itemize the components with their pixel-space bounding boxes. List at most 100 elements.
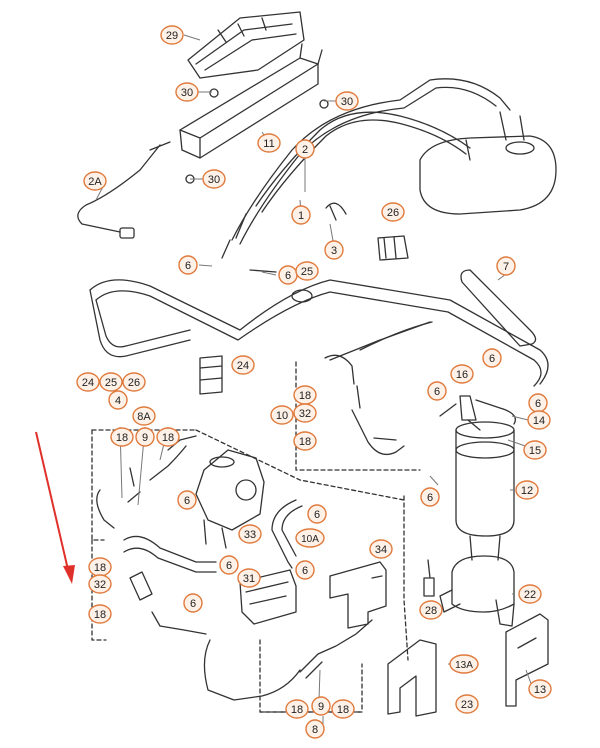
- callout-text: 18: [337, 704, 349, 716]
- callout-bubble: [231, 355, 255, 375]
- callout-bubble: [76, 372, 100, 392]
- callout-text: 25: [301, 266, 313, 278]
- callout-text: 13: [534, 684, 546, 696]
- callout-6: 6: [307, 504, 327, 524]
- callout-text: 33: [244, 529, 256, 541]
- callout-15: 15: [523, 440, 547, 460]
- callout-text: 32: [299, 408, 311, 420]
- callout-text: 18: [299, 436, 311, 448]
- parts-line-art: [77, 11, 557, 717]
- callout-18: 18: [331, 699, 355, 719]
- callout-30: 30: [335, 91, 359, 111]
- callout-25: 25: [295, 261, 319, 281]
- callout-13: 13: [528, 679, 552, 699]
- callout-bubble: [528, 679, 552, 699]
- callout-bubble: [311, 696, 331, 716]
- callout-text: 6: [185, 260, 191, 272]
- callout-4: 4: [108, 390, 128, 410]
- callout-bubble: [108, 390, 128, 410]
- callout-bubble: [381, 202, 405, 222]
- callout-9: 9: [311, 696, 331, 716]
- callout-12: 12: [515, 480, 539, 500]
- callout-text: 30: [208, 174, 220, 186]
- callout-26: 26: [381, 202, 405, 222]
- callout-10A: 10A: [295, 528, 325, 548]
- highlight-arrow: [35, 431, 75, 584]
- callout-10: 10: [270, 405, 294, 425]
- callout-bubble: [324, 240, 344, 260]
- callout-bubble: [219, 555, 239, 575]
- callout-text: 10: [276, 410, 288, 422]
- callout-bubble: [88, 574, 112, 594]
- callout-text: 6: [190, 598, 196, 610]
- callout-text: 2: [302, 144, 308, 156]
- callout-2: 2: [295, 139, 315, 159]
- callout-18: 18: [285, 699, 309, 719]
- callout-text: 24: [237, 360, 249, 372]
- callout-bubble: [527, 410, 551, 430]
- callout-text: 9: [142, 432, 148, 444]
- callout-25: 25: [99, 372, 123, 392]
- callout-33: 33: [238, 524, 262, 544]
- callout-text: 14: [533, 415, 545, 427]
- callout-bubble: [295, 139, 315, 159]
- callout-text: 24: [82, 377, 94, 389]
- callout-bubble: [331, 699, 355, 719]
- callout-18: 18: [293, 385, 317, 405]
- callout-bubble: [518, 584, 542, 604]
- callout-text: 6: [285, 270, 291, 282]
- callout-26: 26: [122, 372, 146, 392]
- callout-text: 31: [243, 573, 255, 585]
- callout-7: 7: [496, 256, 516, 276]
- callout-bubble: [291, 205, 311, 225]
- callout-31: 31: [237, 568, 261, 588]
- callout-text: 16: [456, 369, 468, 381]
- callout-bubble: [135, 427, 155, 447]
- callout-text: 32: [94, 579, 106, 591]
- callout-6: 6: [528, 393, 548, 413]
- callout-6: 6: [420, 487, 440, 507]
- callout-32: 32: [88, 574, 112, 594]
- callout-bubble: [295, 560, 315, 580]
- callout-24: 24: [231, 355, 255, 375]
- callout-text: 23: [461, 699, 473, 711]
- callout-text: 22: [524, 589, 536, 601]
- callout-bubble: [482, 348, 502, 368]
- callout-bubble: [419, 600, 443, 620]
- callout-text: 13A: [455, 660, 473, 671]
- callout-bubble: [455, 694, 479, 714]
- callout-18: 18: [293, 431, 317, 451]
- callout-text: 6: [535, 398, 541, 410]
- callout-bubble: [178, 255, 198, 275]
- callout-bubble: [202, 169, 226, 189]
- callout-text: 2A: [88, 176, 102, 188]
- callout-1: 1: [291, 205, 311, 225]
- callout-text: 28: [425, 605, 437, 617]
- callout-bubble: [270, 405, 294, 425]
- callout-text: 8: [312, 724, 318, 736]
- callout-bubble: [335, 91, 359, 111]
- callout-bubble: [496, 256, 516, 276]
- callout-bubble: [523, 440, 547, 460]
- callout-bubble: [156, 427, 180, 447]
- callout-32: 32: [293, 403, 317, 423]
- callout-bubble: [257, 133, 281, 153]
- callout-34: 34: [369, 539, 393, 559]
- callout-bubble: [450, 364, 474, 384]
- callout-9: 9: [135, 427, 155, 447]
- callout-text: 30: [181, 87, 193, 99]
- callout-text: 30: [341, 96, 353, 108]
- callout-text: 12: [521, 485, 533, 497]
- callout-bubble: [369, 539, 393, 559]
- callout-30: 30: [202, 169, 226, 189]
- callout-8A: 8A: [132, 406, 156, 426]
- callout-text: 15: [529, 445, 541, 457]
- callout-text: 18: [162, 432, 174, 444]
- callout-bubble: [449, 654, 479, 674]
- callout-bubble: [293, 403, 317, 423]
- callout-bubble: [237, 568, 261, 588]
- callout-18: 18: [88, 557, 112, 577]
- callout-text: 18: [116, 432, 128, 444]
